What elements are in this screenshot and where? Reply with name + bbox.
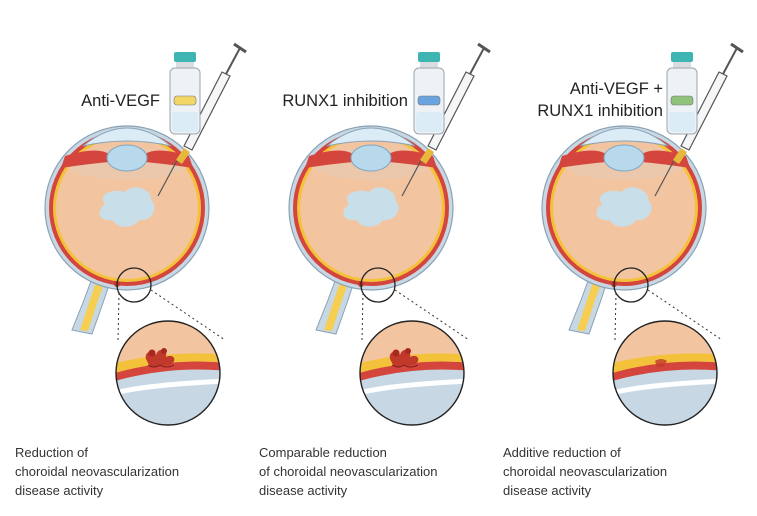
magnified-view: [612, 320, 718, 426]
cnv-lesion: [655, 359, 667, 367]
caption-combined: Additive reduction of choroidal neovascu…: [503, 443, 667, 500]
treatment-label-line: RUNX1 inhibition: [282, 92, 408, 110]
caption-line: Additive reduction of: [503, 445, 621, 460]
magnified-circle-border: [359, 320, 465, 426]
vial: [169, 52, 201, 135]
magnified-retina: [116, 353, 220, 375]
panel-anti-vegf: [44, 42, 247, 426]
injected-drug-cloud: [99, 187, 155, 227]
treatment-label-line: Anti-VEGF: [81, 92, 160, 110]
treatment-label-runx1: RUNX1 inhibition: [258, 90, 408, 112]
magnified-view: [115, 320, 221, 426]
magnified-content: [116, 321, 220, 425]
caption-line: choroidal neovascularization: [503, 464, 668, 479]
treatment-label-line: Anti-VEGF +: [569, 80, 663, 98]
needle-hub: [420, 148, 434, 164]
magnified-view: [359, 320, 465, 426]
lens: [603, 144, 645, 172]
vial-neck: [673, 62, 691, 68]
magnified-sclera-highlight: [360, 378, 464, 398]
treatment-label-anti-vegf: Anti-VEGF: [60, 90, 160, 112]
treatment-label-line: RUNX1 inhibition: [537, 102, 663, 120]
iris-left: [61, 150, 109, 168]
cnv-residual: [655, 359, 667, 367]
needle-hub: [176, 148, 190, 164]
injected-drug-cloud: [596, 187, 652, 227]
vial-label: [173, 95, 197, 106]
cornea: [82, 127, 172, 147]
cnv-lesion: [389, 348, 419, 368]
caption-line: disease activity: [259, 483, 348, 498]
vial-cap: [418, 52, 440, 62]
cornea: [326, 127, 416, 147]
cnv-bleb: [392, 349, 400, 357]
caption-line: choroidal neovascularization: [15, 464, 180, 479]
iris-left: [558, 150, 606, 168]
zoom-region-circle: [360, 267, 396, 303]
magnified-content: [360, 321, 464, 425]
cnv-bleb: [405, 348, 411, 354]
injected-drug-cloud: [343, 187, 399, 227]
lens: [106, 144, 148, 172]
caption-line: Comparable reduction: [259, 445, 387, 460]
zoom-connector-left: [117, 292, 120, 341]
lens: [350, 144, 392, 172]
zoom-connector-left: [361, 292, 364, 341]
eyeball: [288, 125, 454, 291]
plunger-rod: [722, 47, 738, 75]
vial-liquid: [669, 112, 695, 132]
vial-neck: [176, 62, 194, 68]
magnified-retina: [613, 353, 717, 375]
cnv-vessels: [391, 364, 419, 368]
needle-shaft: [401, 154, 425, 197]
cnv-bleb: [161, 348, 167, 354]
vial-label: [417, 95, 441, 106]
magnified-circle-border: [115, 320, 221, 426]
eyeball: [541, 125, 707, 291]
vial: [666, 52, 698, 135]
zoom-connector-left: [614, 292, 617, 341]
caption-line: Reduction of: [15, 445, 88, 460]
caption-line: of choroidal neovascularization: [259, 464, 438, 479]
vial-neck: [420, 62, 438, 68]
vial-cap: [671, 52, 693, 62]
caption-line: disease activity: [15, 483, 104, 498]
treatment-label-combined: Anti-VEGF + RUNX1 inhibition: [505, 78, 663, 122]
needle-shaft: [157, 154, 181, 197]
caption-anti-vegf: Reduction of choroidal neovascularizatio…: [15, 443, 179, 500]
plunger-cap: [233, 42, 247, 54]
magnified-retina: [360, 353, 464, 375]
vial-liquid: [172, 112, 198, 132]
needle-hub: [673, 148, 687, 164]
magnified-content: [613, 321, 717, 425]
needle-shaft: [654, 154, 678, 197]
iris-left: [305, 150, 353, 168]
plunger-rod: [469, 47, 485, 75]
cornea: [579, 127, 669, 147]
panel-combined-therapy: [541, 42, 744, 426]
magnified-circle-border: [612, 320, 718, 426]
magnified-sclera-highlight: [116, 378, 220, 398]
cnv-lesion: [145, 348, 175, 368]
cnv-bleb: [148, 349, 156, 357]
vial: [413, 52, 445, 135]
eyeball: [44, 125, 210, 291]
cnv-vessels: [147, 364, 175, 368]
vial-label: [670, 95, 694, 106]
magnified-sclera-highlight: [613, 378, 717, 398]
caption-runx1: Comparable reduction of choroidal neovas…: [259, 443, 438, 500]
plunger-cap: [477, 42, 491, 54]
caption-line: disease activity: [503, 483, 592, 498]
vial-cap: [174, 52, 196, 62]
plunger-rod: [225, 47, 241, 75]
zoom-region-circle: [613, 267, 649, 303]
zoom-region-circle: [116, 267, 152, 303]
vial-liquid: [416, 112, 442, 132]
plunger-cap: [730, 42, 744, 54]
